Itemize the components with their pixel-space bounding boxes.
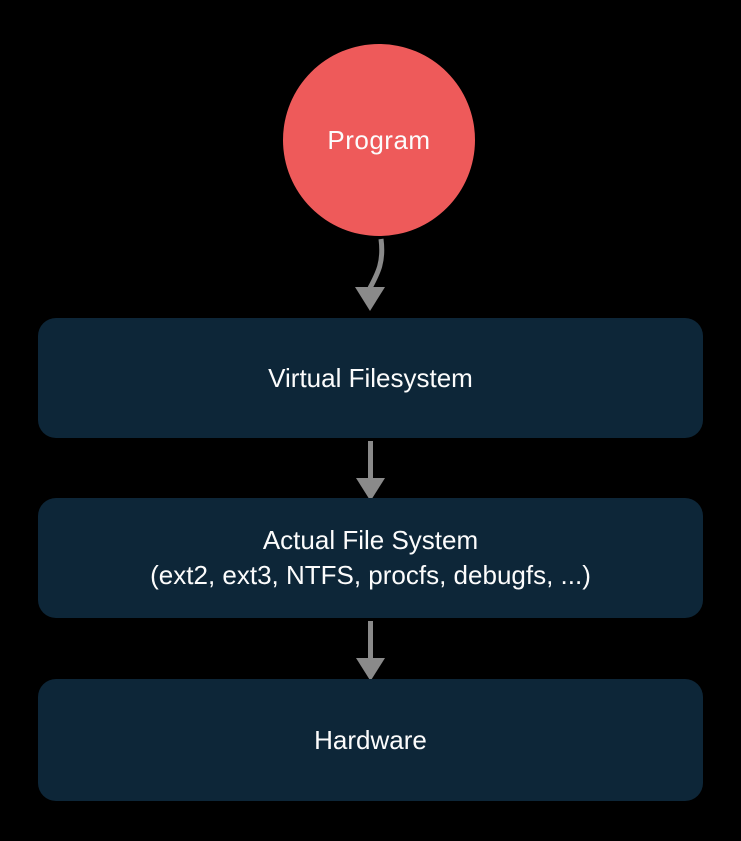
node-hardware: Hardware <box>38 679 703 801</box>
arrow-vfs-to-actualfs <box>356 441 385 501</box>
node-program-label: Program <box>327 124 431 155</box>
node-actual-file-system-sublabel: (ext2, ext3, NTFS, procfs, debugfs, ...) <box>150 560 591 590</box>
node-actual-file-system: Actual File System (ext2, ext3, NTFS, pr… <box>38 498 703 618</box>
arrow-program-to-vfs <box>355 238 385 311</box>
node-virtual-filesystem-label: Virtual Filesystem <box>268 362 473 393</box>
node-actual-file-system-label: Actual File System <box>262 525 479 555</box>
node-program: Program <box>283 44 475 236</box>
arrow-actualfs-to-hardware <box>356 621 385 681</box>
node-hardware-label: Hardware <box>314 724 427 755</box>
node-virtual-filesystem: Virtual Filesystem <box>38 318 703 438</box>
